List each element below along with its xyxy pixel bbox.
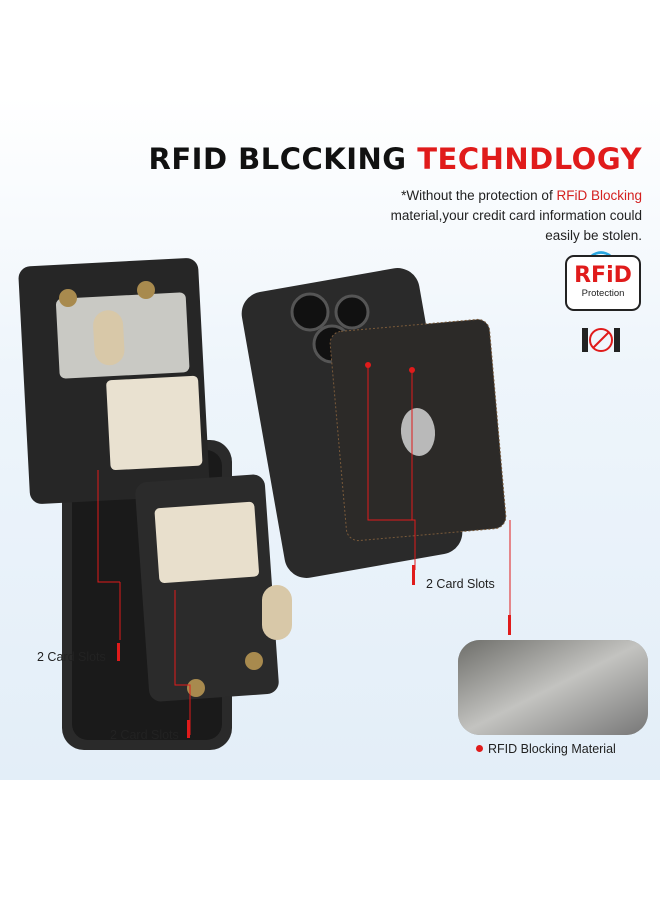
title-part-red: TECHNDLOGY — [417, 142, 642, 176]
callout-material-text: RFID Blocking Material — [488, 742, 616, 756]
bullet-dot-icon — [476, 745, 483, 752]
badge-rfid-text: RFiD — [574, 263, 632, 288]
callout-left-bottom: 2 Card Slots — [110, 728, 179, 742]
callout-material: RFID Blocking Material — [476, 742, 616, 756]
no-scanning-icon — [582, 328, 620, 352]
note-prefix: *Without the protection of — [401, 188, 553, 203]
rfid-protection-badge: RFiD Protection — [565, 255, 641, 311]
callout-left-top: 2 Card Slots — [37, 650, 106, 664]
title-part-black: RFID BLCCKING — [148, 142, 407, 176]
note-line3: easily be stolen. — [545, 228, 642, 243]
note-line2: material,your credit card information co… — [390, 208, 642, 223]
warning-note: *Without the protection of RFiD Blocking… — [342, 186, 642, 246]
callout-right: 2 Card Slots — [426, 577, 495, 591]
note-highlight: RFiD Blocking — [556, 188, 642, 203]
badge-protection-text: Protection — [581, 288, 625, 299]
page-title: RFID BLCCKING TECHNDLOGY — [149, 142, 642, 176]
